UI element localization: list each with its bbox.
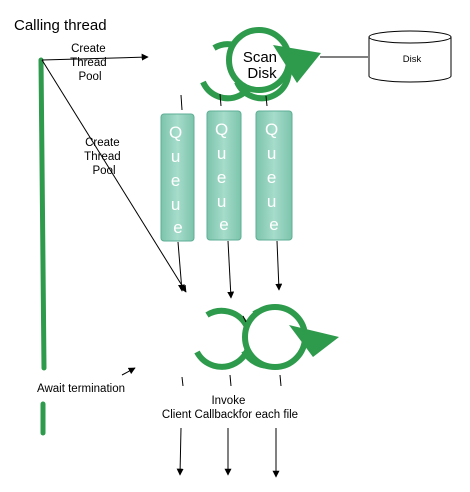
queue-3-arrow: [275, 240, 283, 291]
queue-2-arrow: [227, 240, 235, 299]
queue-1: Q u e u e: [160, 113, 195, 242]
tick-thread2-queue: [219, 93, 222, 107]
queue-2: Q u e u e: [206, 110, 242, 241]
scan-thread-pool: Scan Disk: [200, 27, 321, 102]
calling-thread-bar-upper: [38, 57, 47, 371]
diagram-title: Calling thread: [14, 17, 107, 34]
queue-1-arrow: [177, 241, 185, 292]
callback-thread-3: [242, 304, 308, 370]
tick-callback-1: [181, 376, 184, 387]
output-arrow-1: [176, 427, 184, 476]
disk-label: Disk: [403, 54, 422, 65]
invoke-callback-label: Invoke Client Callbackfor each file: [162, 395, 298, 421]
queue-1-text: Q u e u e: [169, 123, 187, 237]
await-termination-label: Await termination: [37, 383, 125, 395]
callback-thread-pool: [194, 304, 339, 370]
create-pool-arrow-1: [41, 53, 149, 61]
callback-tick: [242, 315, 247, 323]
create-pool-label-1: Create Thread Pool: [70, 43, 110, 83]
tick-callback-2: [229, 374, 232, 387]
disk-cylinder: Disk: [368, 30, 452, 83]
callback-thread-1: [194, 307, 253, 370]
queue-3-text: Q u e u e: [265, 120, 283, 234]
callback-thread-pointer: [289, 325, 339, 357]
await-arrow: [121, 367, 136, 376]
scan-thread-pointer: [273, 45, 321, 83]
tick-thread3-queue: [265, 95, 268, 107]
create-pool-label-2: Create Thread Pool: [84, 137, 124, 177]
create-pool-arrow-2: [41, 59, 187, 293]
queue-2-text: Q u e u e: [215, 120, 233, 234]
tick-callback-3: [279, 374, 282, 387]
tick-thread1-queue: [180, 94, 183, 111]
scan-disk-label: Scan Disk: [243, 49, 281, 82]
queue-3: Q u e u e: [255, 110, 293, 241]
